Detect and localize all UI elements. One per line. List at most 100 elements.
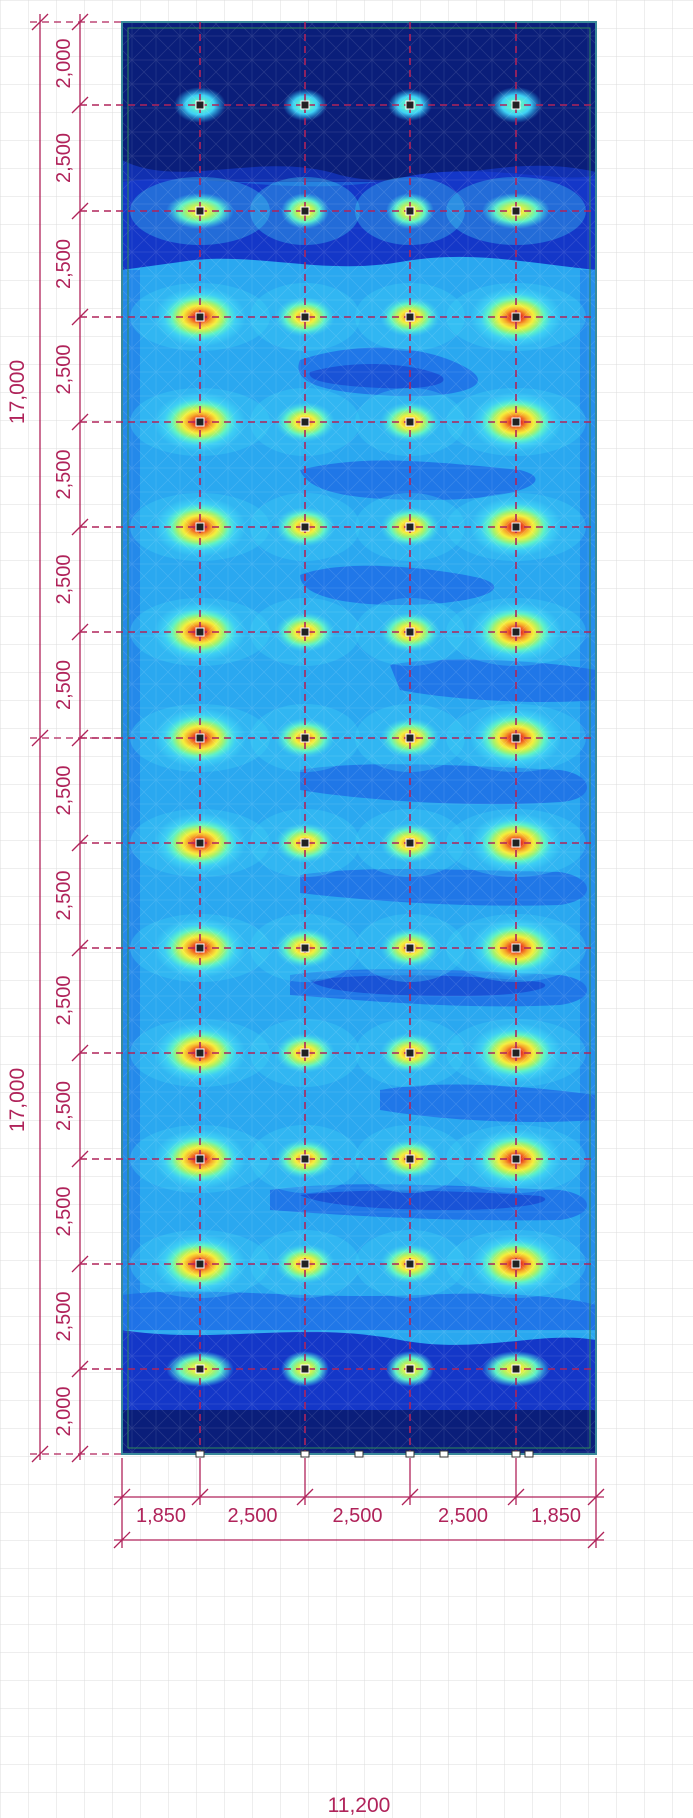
dimension-tick [71, 729, 89, 747]
dimension-tick [71, 13, 89, 31]
column-marker [195, 522, 205, 532]
column-marker [195, 417, 205, 427]
column-marker [195, 312, 205, 322]
column-markers [195, 100, 534, 1458]
column-marker [405, 312, 415, 322]
grid-axes [30, 21, 596, 1462]
dim-left-segment-label: 2,500 [53, 1081, 75, 1131]
column-marker [405, 417, 415, 427]
column-marker [405, 1259, 415, 1269]
dim-left-segment-label: 2,000 [53, 38, 75, 88]
column-marker [405, 627, 415, 637]
column-marker [300, 417, 310, 427]
edge-support-marker [439, 1450, 449, 1458]
dimension-tick [507, 1488, 525, 1506]
column-marker [195, 1259, 205, 1269]
edge-support-marker [524, 1450, 534, 1458]
dimension-tick [113, 1488, 131, 1506]
column-marker [511, 627, 521, 637]
edge-support-marker [195, 1450, 205, 1458]
column-marker [405, 733, 415, 743]
column-marker [511, 838, 521, 848]
column-marker [511, 733, 521, 743]
column-marker [511, 943, 521, 953]
column-marker [300, 627, 310, 637]
dimension-tick [71, 1445, 89, 1463]
dim-left-overall-lower: 17,000 [6, 1068, 29, 1132]
column-marker [511, 522, 521, 532]
column-marker [195, 100, 205, 110]
dimension-tick [71, 1255, 89, 1273]
dimension-tick [71, 518, 89, 536]
column-marker [300, 100, 310, 110]
dimension-tick [71, 623, 89, 641]
column-marker [300, 1154, 310, 1164]
dimension-tick [296, 1488, 314, 1506]
dim-bottom-segment-label: 2,500 [227, 1505, 277, 1527]
column-marker [405, 1364, 415, 1374]
column-marker [511, 417, 521, 427]
column-marker [405, 1048, 415, 1058]
dimension-tick [587, 1488, 605, 1506]
dim-left-segment-label: 2,500 [53, 975, 75, 1025]
slab-contour-plot [122, 22, 596, 1454]
column-marker [195, 943, 205, 953]
dimension-tick [71, 1044, 89, 1062]
dim-left-segment-label: 2,000 [53, 1386, 75, 1436]
dim-left-segment-label: 2,500 [53, 870, 75, 920]
dimension-tick [71, 939, 89, 957]
column-marker [300, 1259, 310, 1269]
dim-bottom-segment-label: 1,850 [531, 1505, 581, 1527]
column-marker [405, 100, 415, 110]
dimension-tick [71, 1360, 89, 1378]
column-marker [195, 1154, 205, 1164]
column-marker [511, 1048, 521, 1058]
dim-left-segment-label: 2,500 [53, 133, 75, 183]
dimension-tick [401, 1488, 419, 1506]
column-marker [511, 206, 521, 216]
dimension-tick [587, 1531, 605, 1549]
column-marker [405, 838, 415, 848]
column-marker [511, 1154, 521, 1164]
dimension-tick [71, 308, 89, 326]
dim-left-segment-label: 2,500 [53, 660, 75, 710]
edge-support-marker [511, 1450, 521, 1458]
column-marker [195, 1364, 205, 1374]
dim-left-segment-label: 2,500 [53, 449, 75, 499]
column-marker [405, 206, 415, 216]
dim-left-overall-upper: 17,000 [6, 360, 29, 424]
dimension-tick [71, 1150, 89, 1168]
column-marker [300, 522, 310, 532]
column-marker [300, 1364, 310, 1374]
dim-bottom-segment-label: 2,500 [332, 1505, 382, 1527]
dim-left-segment-label: 2,500 [53, 554, 75, 604]
dim-bottom-segment-label: 1,850 [136, 1505, 186, 1527]
column-marker [195, 627, 205, 637]
dimension-tick [71, 834, 89, 852]
column-marker [405, 522, 415, 532]
column-marker [300, 1048, 310, 1058]
dimension-tick [71, 202, 89, 220]
dimension-tick [31, 1445, 49, 1463]
column-marker [300, 733, 310, 743]
column-marker [195, 206, 205, 216]
dim-bottom-segment-label: 2,500 [438, 1505, 488, 1527]
dimension-lines [31, 13, 605, 1549]
column-marker [195, 838, 205, 848]
column-marker [300, 312, 310, 322]
dimension-tick [191, 1488, 209, 1506]
dimension-tick [113, 1531, 131, 1549]
dim-left-segment-label: 2,500 [53, 1291, 75, 1341]
dim-left-segment-label: 2,500 [53, 344, 75, 394]
column-marker [405, 943, 415, 953]
column-marker [300, 838, 310, 848]
edge-support-marker [405, 1450, 415, 1458]
dim-left-segment-label: 2,500 [53, 1186, 75, 1236]
dimension-tick [31, 13, 49, 31]
dimension-tick [31, 729, 49, 747]
column-marker [405, 1154, 415, 1164]
edge-support-marker [300, 1450, 310, 1458]
dim-bottom-segments: 1,850 2,500 2,500 2,500 1,850 [136, 1505, 581, 1527]
column-marker [195, 733, 205, 743]
